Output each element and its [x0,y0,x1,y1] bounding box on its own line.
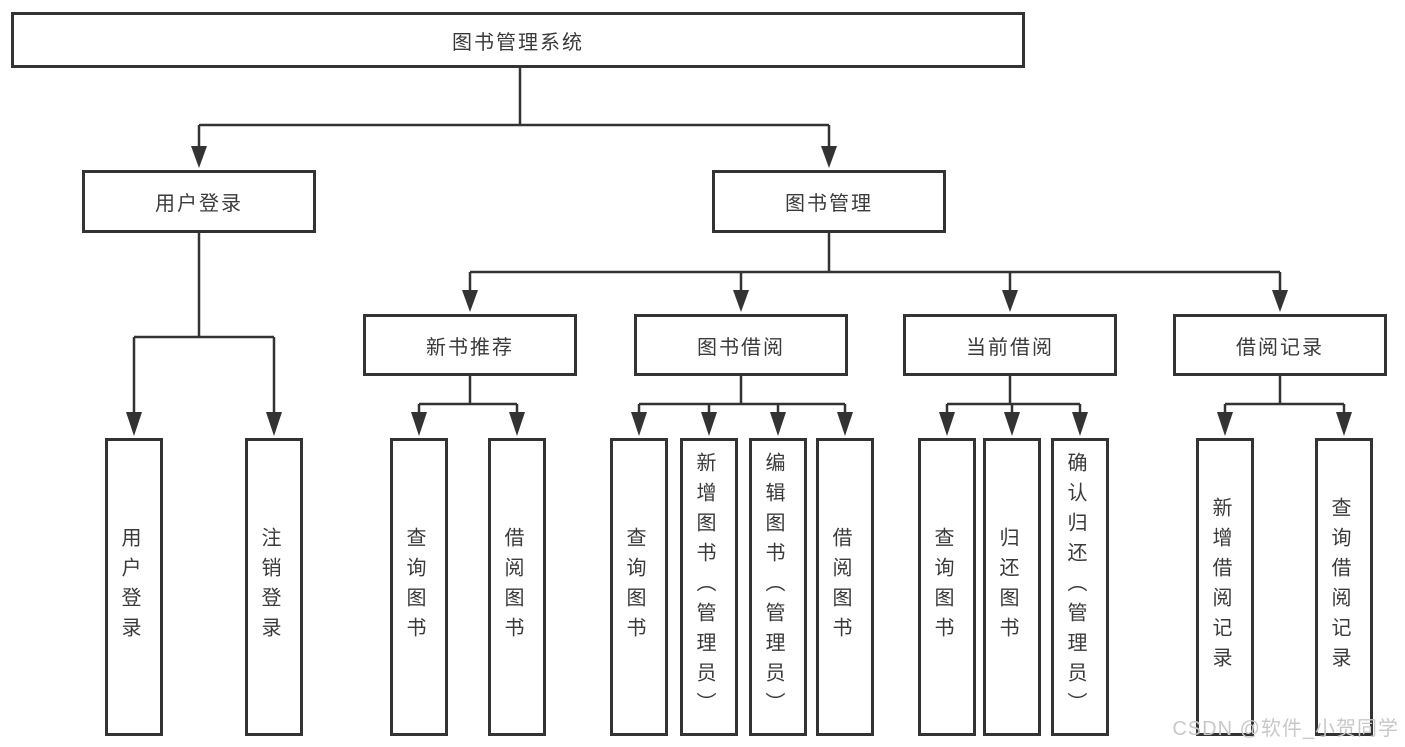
leaf-add-books-admin: 新增图书（管理员） [680,438,738,736]
connector-current-borrowing-to-leaves [939,376,1088,436]
node-new-book-recommend: 新书推荐 [363,314,577,376]
leaf-confirm-return-admin: 确认归还（管理员） [1051,438,1109,736]
csdn-watermark: CSDN @软件_小贺同学 [1172,718,1399,740]
node-book-borrowing-label: 图书借阅 [697,336,785,359]
node-book-borrowing: 图书借阅 [634,314,848,376]
arrowhead [509,412,525,436]
arrowhead [266,412,282,436]
leaf-query-borrow-record-label: 查询借阅记录 [1328,497,1350,677]
node-user-login: 用户登录 [82,170,316,233]
arrowhead [770,412,786,436]
node-new-book-recommend-label: 新书推荐 [426,336,514,359]
node-root-label: 图书管理系统 [452,31,584,54]
connector-borrowing-records-to-leaves [1217,376,1352,436]
leaf-return-books-label: 归还图书 [996,527,1018,647]
node-book-management: 图书管理 [712,170,946,233]
leaf-add-borrow-record: 新增借阅记录 [1196,438,1254,736]
arrowhead [939,412,955,436]
connector-root-to-level2 [191,68,837,168]
arrowhead [126,412,142,436]
arrowhead [1072,412,1088,436]
leaf-borrow-books-borrowing-label: 借阅图书 [829,527,851,647]
arrowhead [733,290,749,312]
leaf-query-books-recommend: 查询图书 [390,438,448,736]
connector-book-management-to-level3 [462,233,1288,312]
leaf-add-books-admin-label: 新增图书（管理员） [693,452,715,722]
connector-book-borrowing-to-leaves [631,376,853,436]
leaf-edit-books-admin: 编辑图书（管理员） [749,438,807,736]
arrowhead [1272,290,1288,312]
node-book-management-label: 图书管理 [785,193,873,215]
leaf-confirm-return-admin-label: 确认归还（管理员） [1064,452,1086,722]
arrowhead [1002,290,1018,312]
leaf-borrow-books-recommend: 借阅图书 [488,438,546,736]
node-user-login-label: 用户登录 [155,193,243,215]
node-borrowing-records-label: 借阅记录 [1236,336,1324,359]
leaf-query-books-borrowing: 查询图书 [610,438,668,736]
node-borrowing-records: 借阅记录 [1173,314,1387,376]
arrowhead [837,412,853,436]
leaf-query-books-current: 查询图书 [918,438,976,736]
leaf-return-books: 归还图书 [983,438,1041,736]
arrowhead [701,412,717,436]
arrowhead [1217,412,1233,436]
leaf-query-books-borrowing-label: 查询图书 [623,527,645,647]
arrowhead [821,146,837,168]
leaf-user-login: 用户登录 [105,438,163,736]
leaf-query-books-recommend-label: 查询图书 [403,527,425,647]
arrowhead [411,412,427,436]
leaf-user-login-label: 用户登录 [118,527,140,647]
connector-new-book-recommend-to-leaves [411,376,525,436]
leaf-logout: 注销登录 [245,438,303,736]
arrowhead [462,290,478,312]
leaf-borrow-books-recommend-label: 借阅图书 [501,527,523,647]
arrowhead [1004,412,1020,436]
arrowhead [631,412,647,436]
node-current-borrowing: 当前借阅 [903,314,1117,376]
leaf-add-borrow-record-label: 新增借阅记录 [1209,497,1231,677]
leaf-edit-books-admin-label: 编辑图书（管理员） [762,452,784,722]
arrowhead [1336,412,1352,436]
leaf-query-borrow-record: 查询借阅记录 [1315,438,1373,736]
leaf-query-books-current-label: 查询图书 [931,527,953,647]
node-root: 图书管理系统 [11,12,1025,68]
leaf-borrow-books-borrowing: 借阅图书 [816,438,874,736]
arrowhead [191,146,207,168]
connector-user-login-to-leaves [126,233,282,436]
leaf-logout-label: 注销登录 [258,527,280,647]
node-current-borrowing-label: 当前借阅 [966,336,1054,359]
